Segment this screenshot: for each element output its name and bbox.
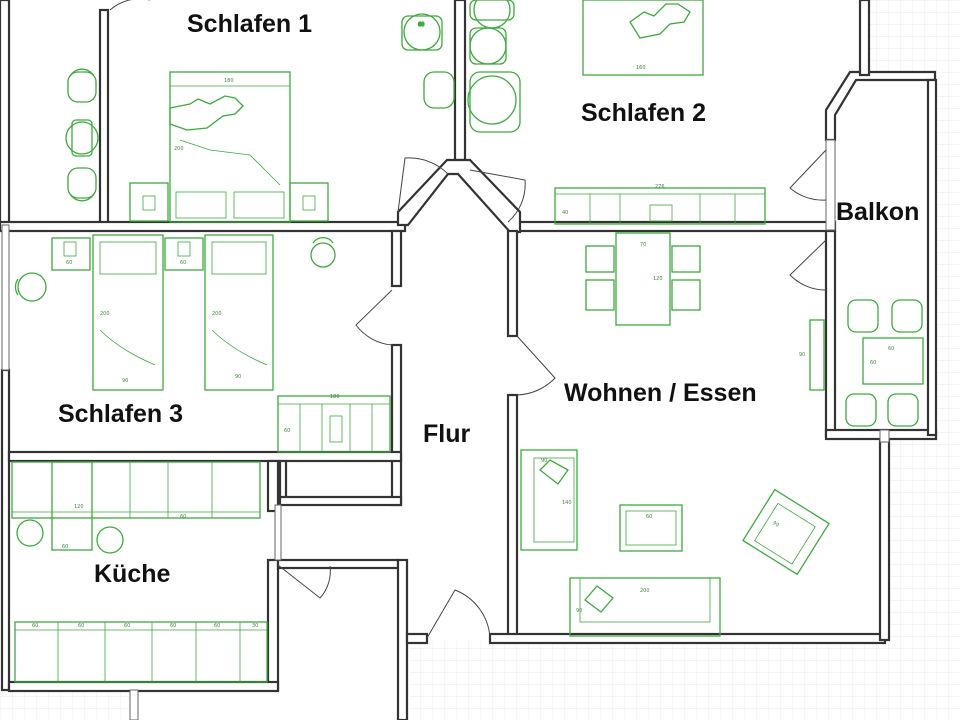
- dimension-label: 90: [235, 374, 241, 380]
- dimension-label: 60: [66, 260, 72, 266]
- bedroom2-furniture: 160 276 40: [554, 0, 766, 225]
- dimension-label: 276: [655, 184, 665, 190]
- dimension-label: 200: [100, 311, 110, 317]
- dimension-label: 120: [653, 276, 663, 282]
- dimension-label: 200: [174, 146, 184, 152]
- kitchen-furniture: 120 60 60 60 60 60 60 60 30: [11, 461, 268, 683]
- dimension-label: 90: [799, 352, 805, 358]
- room-label-wohnen: Wohnen / Essen: [564, 379, 757, 407]
- dimension-label: 120: [74, 504, 84, 510]
- dimension-label: 60: [888, 346, 894, 352]
- dimension-label: 60: [170, 623, 176, 629]
- dimension-label: 90: [771, 520, 780, 528]
- dimension-label: 90: [541, 458, 547, 464]
- room-label-schlafen2: Schlafen 2: [581, 99, 706, 127]
- dimension-label: 60: [418, 22, 424, 28]
- dimension-label: 40: [562, 210, 568, 216]
- bedroom1-furniture: 180 200: [65, 68, 329, 223]
- windows: [1, 139, 890, 720]
- dimension-label: 140: [562, 500, 572, 506]
- room-label-kueche: Küche: [94, 560, 171, 588]
- dimension-label: 30: [252, 623, 258, 629]
- dimension-label: 180: [330, 394, 340, 400]
- dimension-label: 60: [124, 623, 130, 629]
- middle-furniture: 60: [401, 0, 521, 133]
- dimension-label: 70: [640, 242, 646, 248]
- dimension-label: 200: [640, 588, 650, 594]
- dimension-label: 60: [646, 514, 652, 520]
- dimension-label: 60: [62, 544, 68, 550]
- room-label-balkon: Balkon: [836, 198, 919, 226]
- bedroom3-furniture: 200 90 200 90 60 60 180 60: [14, 234, 391, 453]
- dimension-label: 60: [214, 623, 220, 629]
- balcony-furniture: 60 60: [845, 299, 924, 427]
- room-label-schlafen3: Schlafen 3: [58, 400, 183, 428]
- dimension-label: 90: [122, 378, 128, 384]
- dimension-label: 60: [870, 360, 876, 366]
- dimension-label: 160: [636, 65, 646, 71]
- dimension-label: 200: [212, 311, 222, 317]
- dimension-label: 90: [576, 608, 582, 614]
- floor-area: [0, 0, 930, 720]
- dimension-label: 180: [224, 78, 234, 84]
- dimension-label: 60: [32, 623, 38, 629]
- dimension-label: 60: [180, 260, 186, 266]
- living-furniture: 70 120 90 140 60 90 200 90 90: [520, 232, 830, 637]
- dimension-label: 60: [284, 428, 290, 434]
- room-label-flur: Flur: [423, 420, 470, 448]
- doors: [109, 0, 827, 639]
- dimension-label: 60: [78, 623, 84, 629]
- dimension-label: 60: [180, 514, 186, 520]
- room-label-schlafen1: Schlafen 1: [187, 10, 312, 38]
